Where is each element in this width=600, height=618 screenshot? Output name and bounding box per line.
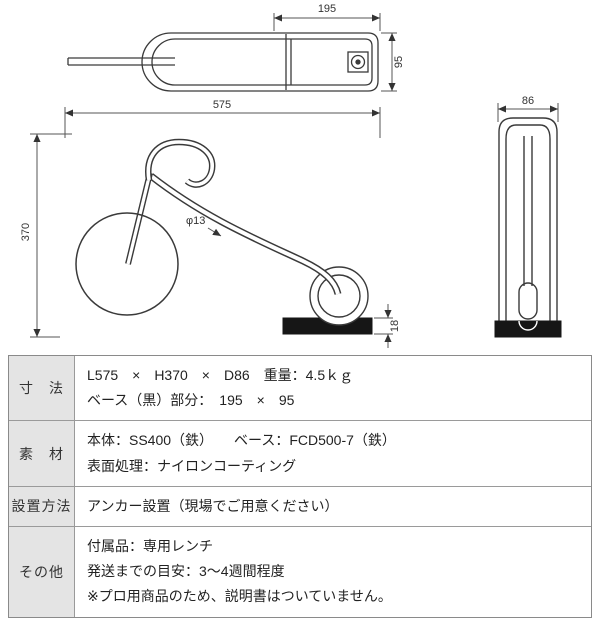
spec-line: 付属品：専用レンチ xyxy=(87,537,213,554)
drawing-svg: 195 95 575 370 φ13 xyxy=(20,3,562,348)
technical-drawing: 195 95 575 370 φ13 xyxy=(20,3,562,348)
side-view-base-dim-label: 18 xyxy=(389,320,401,332)
spec-line: ※プロ用商品のため、説明書はついていません。 xyxy=(87,588,392,605)
top-view-drawing: 195 95 xyxy=(67,3,405,92)
side-view-pipe-dim-label: φ13 xyxy=(186,215,205,227)
spec-line: アンカー設置（現場でご用意ください） xyxy=(87,497,339,514)
spec-line: ベース（黒）部分： 195 × 95 xyxy=(87,392,295,409)
spec-line: 発送までの目安：3～4週間程度 xyxy=(87,563,285,580)
top-view-depth-dim-label: 95 xyxy=(393,56,405,68)
spec-value-other: 付属品：専用レンチ 発送までの目安：3～4週間程度 ※プロ用商品のため、説明書は… xyxy=(75,527,591,617)
side-view-length-dim-label: 575 xyxy=(213,99,231,111)
spec-label-dimensions: 寸 法 xyxy=(9,356,75,421)
spec-line: 本体：SS400（鉄） ベース：FCD500-7（鉄） xyxy=(87,432,396,449)
spec-label-other: その他 xyxy=(9,526,75,617)
side-view-drawing: 575 370 φ13 18 xyxy=(20,99,401,348)
spec-value-dimensions: L575 × H370 × D86 重量：4.5ｋｇ ベース（黒）部分： 195… xyxy=(75,356,591,420)
spec-row-other: その他 付属品：専用レンチ 発送までの目安：3～4週間程度 ※プロ用商品のため、… xyxy=(9,525,591,617)
spec-row-material: 素 材 本体：SS400（鉄） ベース：FCD500-7（鉄） 表面処理：ナイロ… xyxy=(9,420,591,486)
spec-line: 表面処理：ナイロンコーティング xyxy=(87,457,297,474)
spec-table: 寸 法 L575 × H370 × D86 重量：4.5ｋｇ ベース（黒）部分：… xyxy=(8,355,592,618)
spec-line: L575 × H370 × D86 重量：4.5ｋｇ xyxy=(87,367,354,383)
spec-value-installation: アンカー設置（現場でご用意ください） xyxy=(75,487,591,526)
spec-label-installation: 設置方法 xyxy=(9,486,75,526)
spec-row-dimensions: 寸 法 L575 × H370 × D86 重量：4.5ｋｇ ベース（黒）部分：… xyxy=(9,356,591,421)
spec-value-material: 本体：SS400（鉄） ベース：FCD500-7（鉄） 表面処理：ナイロンコーテ… xyxy=(75,421,591,485)
top-view-width-dim-label: 195 xyxy=(318,3,336,15)
front-view-base-plate xyxy=(494,320,562,338)
side-view-height-dim-label: 370 xyxy=(20,223,32,241)
front-view-width-dim-label: 86 xyxy=(522,95,534,107)
front-view-drawing: 86 xyxy=(494,95,562,338)
spec-row-installation: 設置方法 アンカー設置（現場でご用意ください） xyxy=(9,485,591,526)
spec-label-material: 素 材 xyxy=(9,421,75,486)
